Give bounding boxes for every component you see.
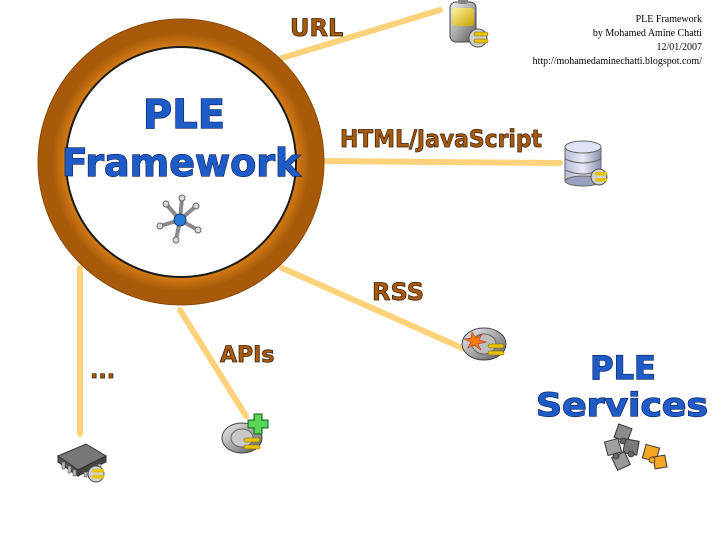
- database-plug-icon: [564, 140, 608, 187]
- connector-url: [279, 7, 443, 61]
- plugin-add-icon: [221, 413, 269, 454]
- framework-ring: [37, 18, 325, 306]
- services-title-line1: PLE: [590, 349, 656, 387]
- credits-block: PLE Framework by Mohamed Amine Chatti 12…: [533, 13, 702, 69]
- credits-url: http://mohamedaminechatti.blogspot.com/: [532, 56, 702, 67]
- credits-date: 12/01/2007: [656, 42, 702, 53]
- credits-author: by Mohamed Amine Chatti: [592, 28, 702, 39]
- framework-title: PLE Framework: [61, 91, 301, 185]
- connector-rss: [279, 265, 465, 351]
- connector-apis: [177, 307, 249, 419]
- connection-labels: URL HTML/JavaScript RSS APIs ...: [90, 14, 543, 385]
- atom-network-icon: [156, 194, 202, 244]
- connector-html: [315, 158, 563, 166]
- connector-lines: [77, 7, 563, 437]
- credits-title: PLE Framework: [635, 14, 702, 25]
- label-html-javascript: HTML/JavaScript: [340, 125, 542, 153]
- label-url: URL: [290, 14, 343, 42]
- framework-title-line1: PLE: [143, 92, 225, 138]
- puzzle-pieces-icon: [603, 423, 668, 471]
- label-apis: APIs: [220, 343, 274, 368]
- chip-plug-icon: [56, 443, 108, 483]
- services-title: PLE Services: [535, 348, 708, 424]
- battery-plug-icon: [449, 0, 489, 48]
- services-title-line2: Services: [536, 386, 708, 424]
- label-more: ...: [90, 359, 115, 384]
- feed-plug-icon: [461, 327, 507, 361]
- framework-title-line2: Framework: [62, 141, 301, 185]
- label-rss: RSS: [372, 278, 424, 306]
